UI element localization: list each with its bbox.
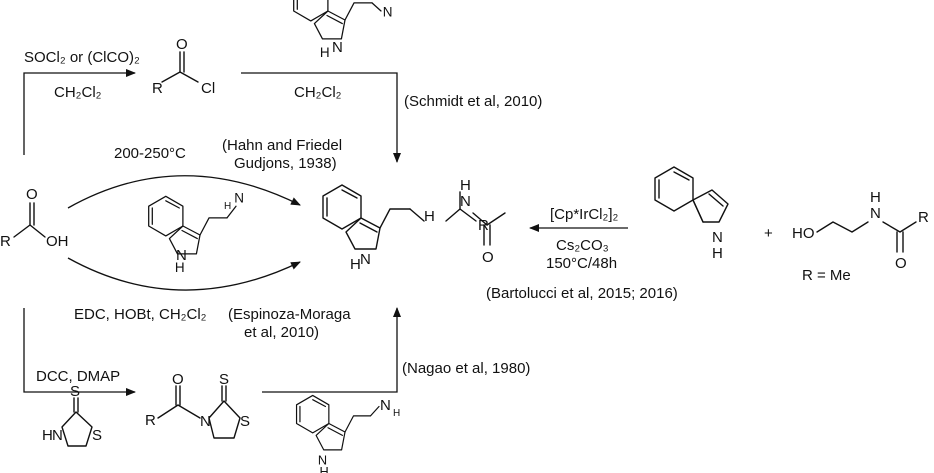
indole: N N H [654,166,729,262]
atom-label: Cl [201,80,215,97]
atom-label: N [176,247,187,264]
atom-label: O [482,249,494,266]
reagent-label: 200-250°C [114,145,186,162]
atom-label: N [360,251,371,268]
reagent-label: CH₂Cl₂ [54,84,102,101]
reference-label: (Bartolucci et al, 2015; 2016) [486,285,678,302]
carboxylic-acid: O R OH [0,186,69,250]
atom-label: H [224,201,231,212]
atom-label: H [460,177,471,194]
atom-label: S [240,413,250,430]
atom-label: R [918,209,929,226]
atom-label: N [332,39,343,56]
hydroxyethyl-amide: HO N H O R [792,189,929,272]
reference-label: (Espinoza-Moraga [228,306,351,323]
product-amide: N H O [460,177,506,266]
atom-label: HO [792,225,815,242]
atom-label: H [320,464,329,473]
atom-label: S [70,383,80,400]
reagent-label: [Cp*IrCl₂]₂ [550,206,618,223]
atom-label: N [460,193,471,210]
atom-label: O [26,186,38,203]
atom-label: N [870,205,881,222]
route-line-amidation [241,72,401,163]
route-line-down [23,308,136,396]
atom-label: O [895,255,907,272]
route-arc-coupling [67,257,301,291]
atom-label: N [234,191,244,206]
atom-label: R [152,80,163,97]
atom-label: OH [46,233,69,250]
reagent-label: 150°C/48h [546,255,617,272]
atom-label: N [52,427,63,444]
atom-label: S [219,371,229,388]
atom-label: S [92,427,102,444]
atom-label: N [383,4,393,19]
reagent-label: DCC, DMAP [36,368,120,385]
atom-label: H [42,427,53,444]
atom-label: H [350,256,361,273]
atom-label: H [424,208,435,225]
acid-chloride: O R Cl [152,36,215,97]
atom-label: R [145,412,156,429]
atom-label: N [200,413,211,430]
reagent-label: Cs₂CO₃ [556,237,609,254]
atom-label: H [870,189,881,206]
atom-label: H [712,245,723,262]
reference-label: (Nagao et al, 1980) [402,360,530,377]
tryptamine-reagent-bottom: N H [295,394,380,473]
atom-label: N [380,397,391,414]
reference-label: et al, 2010) [244,324,319,341]
atom-label: O [172,371,184,388]
atom-label: H [320,45,330,60]
atom-label: N [318,452,327,467]
atom-label: R [0,233,11,250]
atom-label: N [712,229,723,246]
plus-sign: + [764,225,773,242]
reference-label: (Schmidt et al, 2010) [404,93,542,110]
r-definition: R = Me [802,267,851,284]
reagent-label: EDC, HOBt, CH₂Cl₂ [74,306,207,323]
reagent-label: SOCl₂ or (ClCO)₂ [24,49,140,66]
atom-label: O [176,36,188,53]
tryptamine-reagent-middle: N H [148,191,244,275]
reagent-label: CH₂Cl₂ [294,84,342,101]
route-line-aminolysis [262,307,401,393]
atom-label: H [175,260,185,275]
route-line-up [23,69,136,155]
atom-label: H [393,408,400,419]
reference-label: (Hahn and Friedel [222,137,342,154]
tryptamine-reagent-top: N H [293,0,393,60]
acyl-thiazolidinethione: O S R N S [145,371,250,439]
thiazolidine-2-thione: S H N S [42,383,102,447]
reference-label: Gudjons, 1938) [234,155,337,172]
route-arc-thermal [67,175,301,209]
